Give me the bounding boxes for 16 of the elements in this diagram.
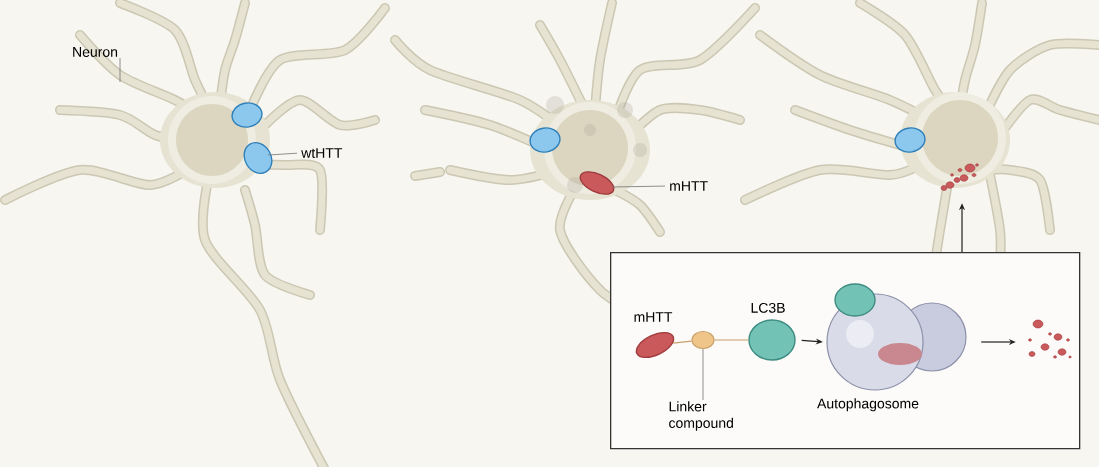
label: mHTT [670,181,708,191]
leader-line [267,152,298,156]
connector-line [714,339,749,341]
label: Linker compound [669,401,733,431]
label: Autophagosome [817,398,919,412]
connector-line [672,340,693,344]
leader-line [611,185,666,188]
label: Neuron [73,47,118,57]
label: mHTT [634,312,673,322]
leader-line [119,57,121,83]
fragment-dots [1028,319,1072,359]
fragment-dots [940,163,979,191]
leader-line [702,348,704,401]
linker-blob [691,330,715,350]
label: wtHTT [301,148,343,158]
label: LC3B [751,302,785,313]
